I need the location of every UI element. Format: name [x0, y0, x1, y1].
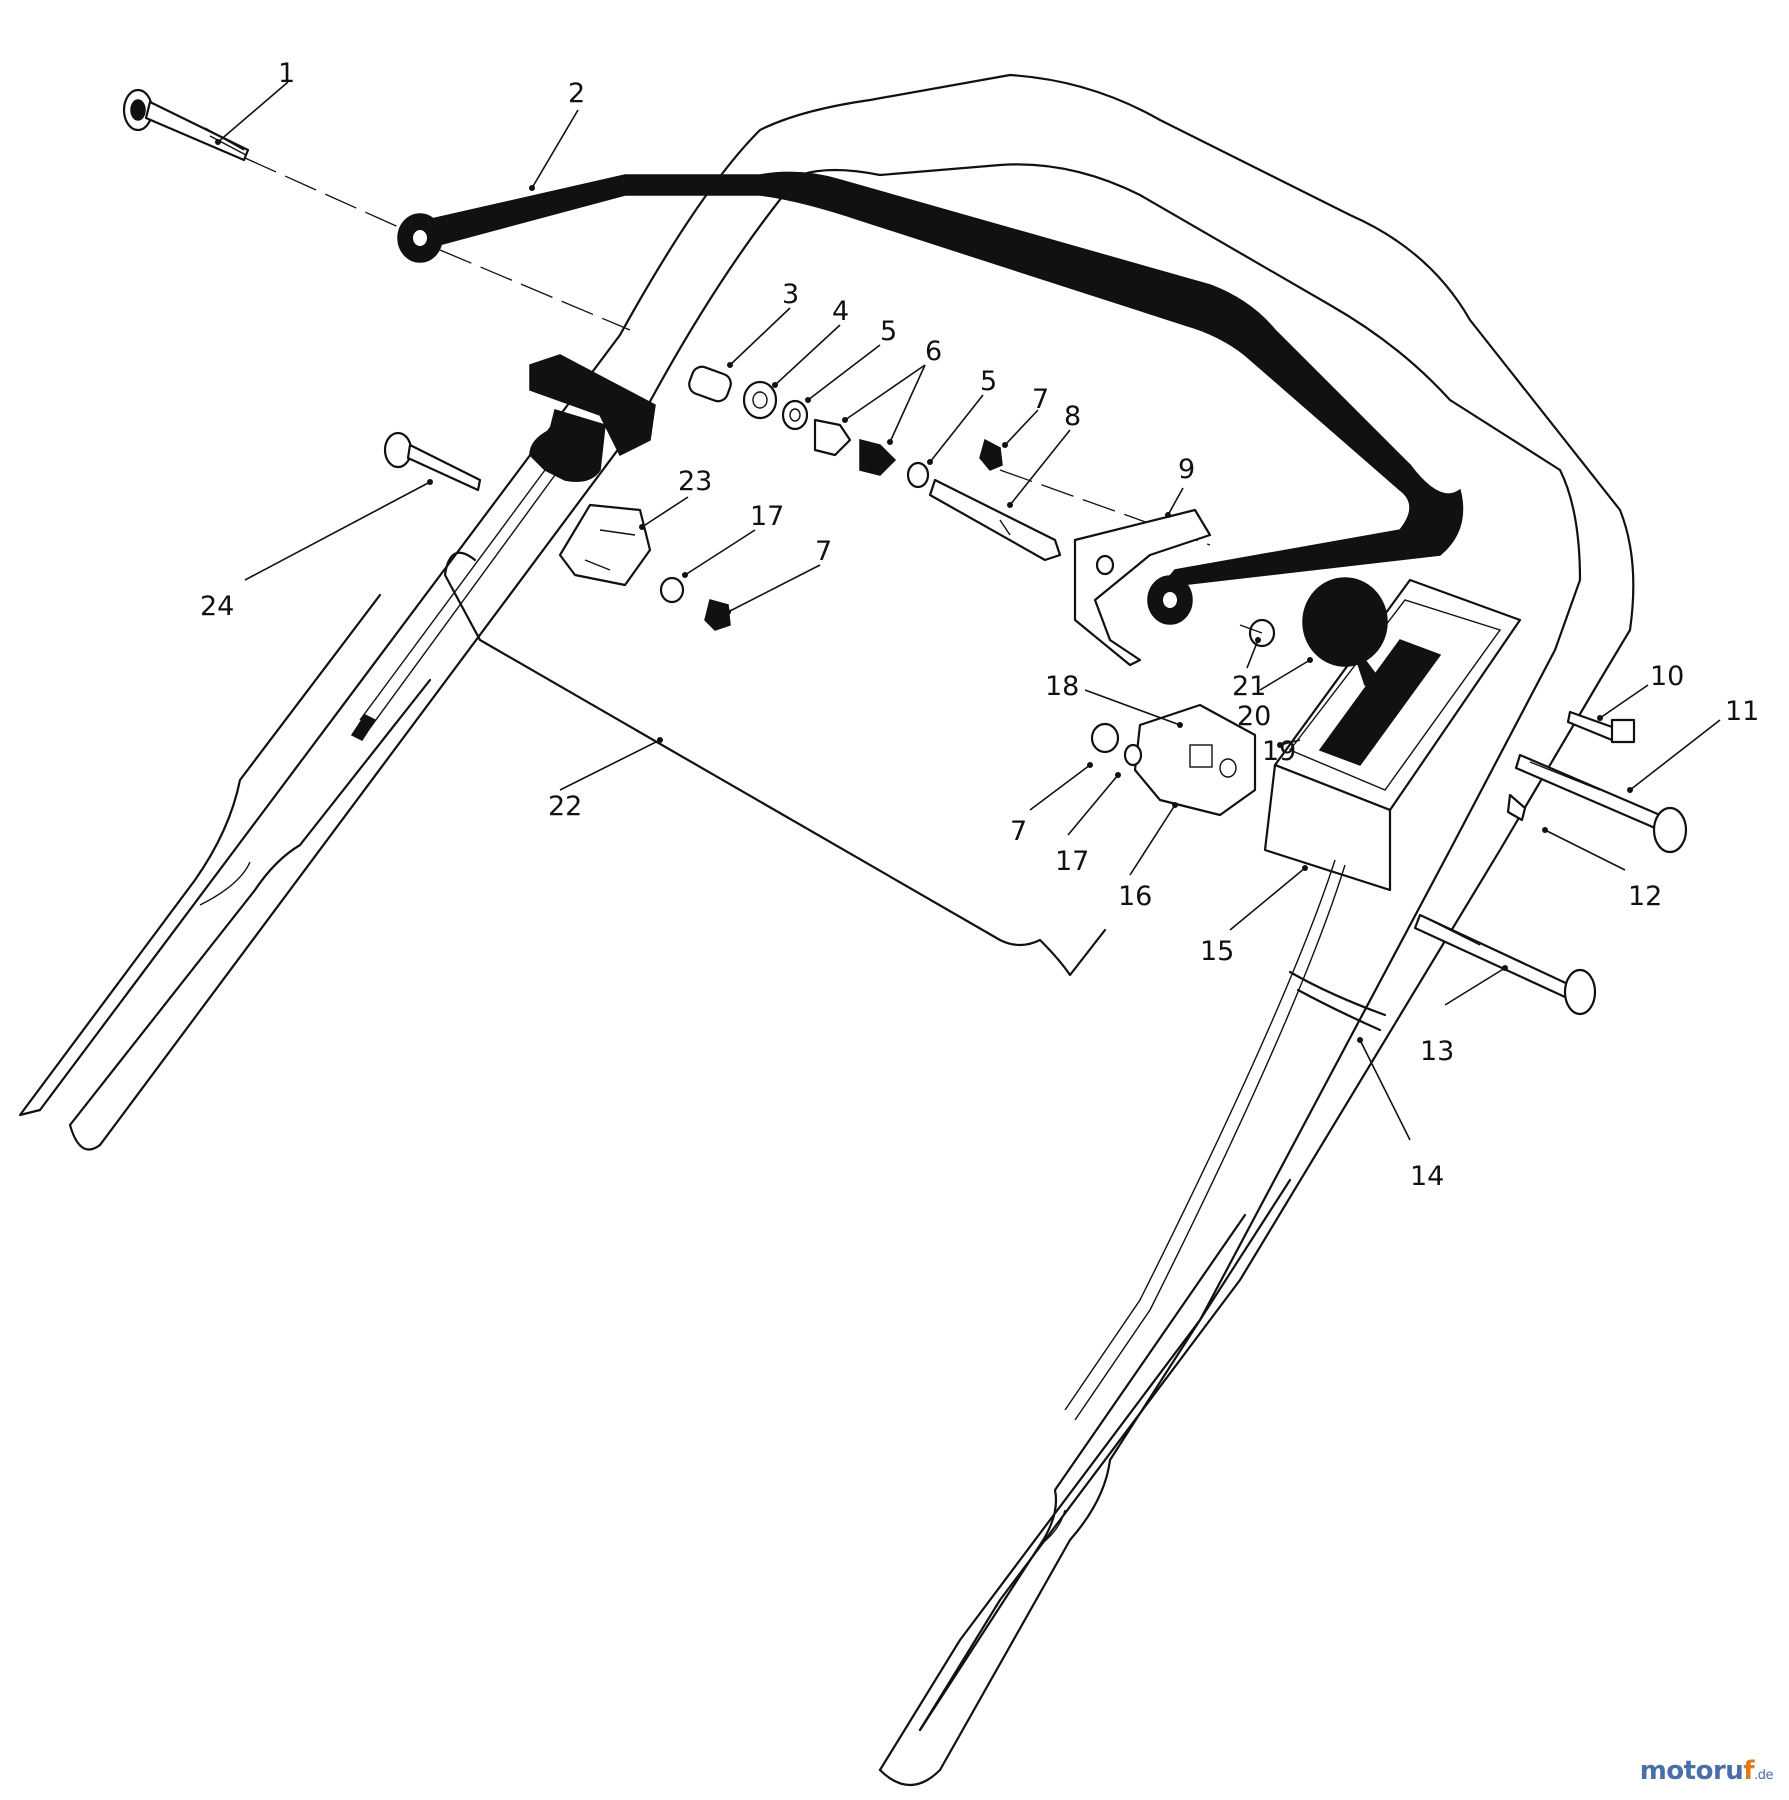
callout-11: 11 — [1725, 696, 1759, 727]
bolt-1 — [122, 88, 250, 162]
callout-9: 9 — [1178, 454, 1195, 485]
control-cable-outer — [1074, 864, 1346, 1421]
callout-16: 16 — [1118, 881, 1152, 912]
small-parts-row — [688, 365, 1062, 562]
watermark-tld: .de — [1754, 1768, 1773, 1783]
upper-bail-bar — [397, 171, 1464, 625]
callout-labels: 1 2 3 4 5 6 5 7 8 9 23 17 7 24 18 21 20 … — [200, 58, 1759, 1192]
callout-21: 21 — [1232, 671, 1266, 702]
callout-14: 14 — [1410, 1161, 1444, 1192]
callout-23: 23 — [678, 466, 712, 497]
callout-18: 18 — [1045, 671, 1079, 702]
callout-8: 8 — [1064, 401, 1081, 432]
switch-block-16 — [1090, 703, 1257, 817]
washer-17a — [659, 576, 685, 604]
callout-5a: 5 — [880, 316, 897, 347]
screw-24 — [383, 431, 482, 492]
callout-4: 4 — [832, 296, 849, 327]
control-cable — [1064, 859, 1336, 1411]
callout-17a: 17 — [750, 501, 784, 532]
switch-block-23 — [558, 503, 652, 587]
nut-7b — [704, 599, 731, 631]
nut-12 — [1506, 793, 1527, 822]
bolt-13 — [1413, 913, 1597, 1016]
callout-5b: 5 — [980, 366, 997, 397]
callout-17b: 17 — [1055, 846, 1089, 877]
callout-22: 22 — [548, 791, 582, 822]
bolt-11 — [1514, 753, 1688, 854]
callout-24: 24 — [200, 591, 234, 622]
throttle-control — [1248, 577, 1522, 892]
callout-6: 6 — [925, 336, 942, 367]
callout-20: 20 — [1237, 701, 1271, 732]
callout-10: 10 — [1650, 661, 1684, 692]
leader-lines — [215, 81, 1721, 1141]
callout-2: 2 — [568, 78, 585, 109]
bracket — [1073, 508, 1212, 667]
watermark-main: motoru — [1639, 1756, 1744, 1786]
axis-line-2 — [439, 249, 631, 331]
axis-line-4 — [1239, 624, 1263, 634]
watermark-logo: motoruf.de — [1639, 1756, 1774, 1786]
callout-7a: 7 — [1032, 384, 1049, 415]
starter-handle — [350, 354, 656, 741]
callout-12: 12 — [1628, 881, 1662, 912]
bracket-hole — [1095, 554, 1115, 576]
callout-15: 15 — [1200, 936, 1234, 967]
callout-1: 1 — [278, 58, 295, 89]
callout-7b: 7 — [815, 536, 832, 567]
callout-7c: 7 — [1010, 816, 1027, 847]
bolt-10 — [1566, 710, 1636, 744]
callout-19: 19 — [1262, 736, 1296, 767]
control-rod — [443, 551, 1107, 977]
callout-3: 3 — [782, 279, 799, 310]
watermark-accent: f — [1743, 1756, 1755, 1786]
handle-frame — [18, 73, 1635, 1786]
axis-line-1 — [244, 157, 406, 231]
callout-13: 13 — [1420, 1036, 1454, 1067]
